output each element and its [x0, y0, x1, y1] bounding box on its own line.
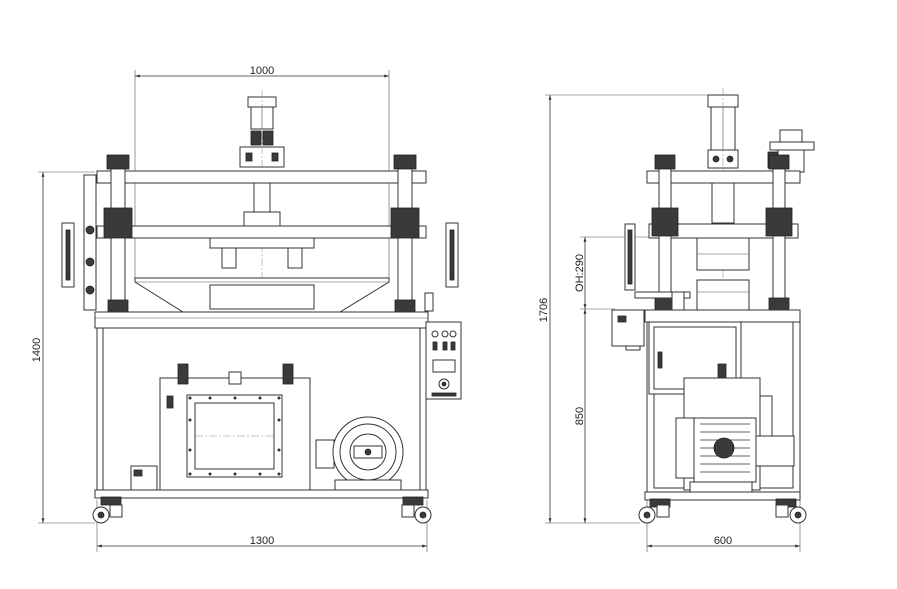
dim-label-1400: 1400 — [31, 338, 43, 362]
side-view: 1706 OH:290 850 600 — [538, 88, 815, 552]
left-caster — [92, 496, 123, 524]
dimension-side-total-height: 1706 — [538, 94, 715, 524]
side-control-box — [611, 309, 645, 351]
dim-label-oh-290: OH:290 — [574, 254, 586, 292]
left-column — [103, 154, 133, 316]
side-motor — [675, 377, 795, 493]
top-cylinder — [239, 90, 285, 330]
right-guard-bar — [424, 222, 459, 312]
left-guard-bar — [61, 174, 97, 311]
dim-label-600: 600 — [714, 535, 732, 547]
dim-label-850: 850 — [574, 407, 586, 425]
table-top — [94, 311, 429, 329]
front-view: 1000 1400 1300 — [31, 65, 462, 552]
side-right-caster — [775, 498, 807, 524]
dim-label-1706: 1706 — [538, 298, 550, 322]
dimension-front-height: 1400 — [31, 171, 95, 524]
front-motor — [315, 416, 404, 493]
control-panel — [425, 321, 462, 400]
dimension-front-width-bottom: 1300 — [96, 500, 428, 552]
hydraulic-tank — [159, 363, 311, 493]
side-cylinder — [707, 88, 739, 320]
lower-die — [134, 277, 390, 313]
moving-plate — [96, 225, 427, 239]
side-left-caster — [638, 498, 671, 524]
side-right-column — [765, 154, 793, 311]
dimension-side-table-height: 850 — [574, 309, 587, 523]
side-left-column — [651, 154, 679, 311]
top-crossbeam — [96, 170, 427, 184]
base-frame — [94, 489, 429, 499]
dim-label-1000: 1000 — [250, 65, 274, 77]
dim-label-1300: 1300 — [250, 535, 274, 547]
upper-die — [209, 237, 315, 269]
right-caster — [401, 496, 432, 524]
